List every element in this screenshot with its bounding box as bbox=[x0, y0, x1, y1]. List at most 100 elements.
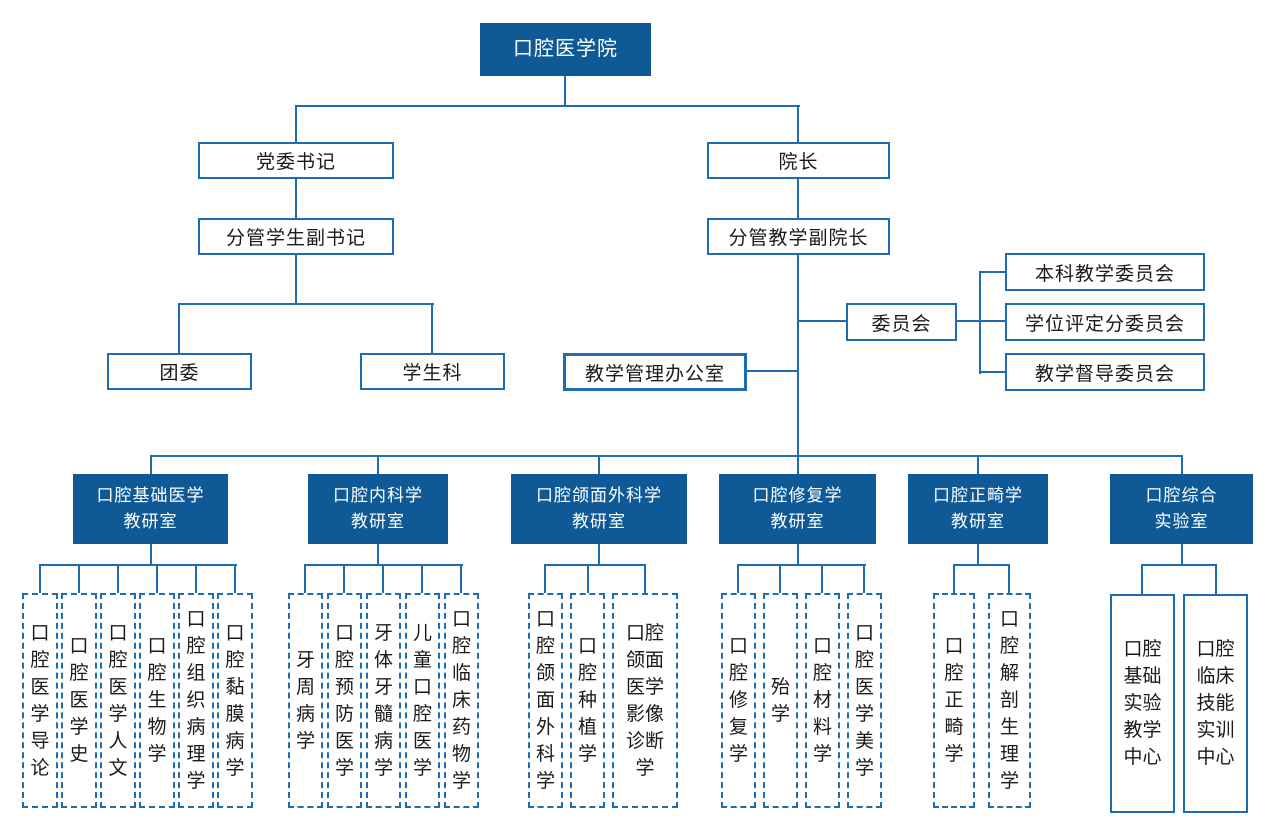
connector-line bbox=[863, 565, 865, 594]
dept-maxillofacial-surgery: 口腔颌面外科学 教研室 bbox=[511, 474, 687, 544]
connector-line bbox=[39, 565, 41, 594]
node-undergrad-teaching-committee-label: 本科教学委员会 bbox=[1034, 263, 1175, 285]
connector-line bbox=[979, 371, 1006, 373]
course-oral-biology: 口腔生物学 bbox=[139, 593, 175, 808]
course-label: 口腔临床技能实训中心 bbox=[1196, 639, 1235, 768]
connector-line bbox=[195, 565, 197, 594]
dept-basic-medicine-line1: 口腔基础医学 bbox=[96, 485, 205, 505]
dept-internal-medicine-line1: 口腔内科学 bbox=[333, 485, 423, 505]
node-student-vice-secretary: 分管学生副书记 bbox=[198, 218, 394, 255]
course-maxillofacial-imaging: 口腔颌面医学影像诊断学 bbox=[612, 593, 678, 808]
connector-line bbox=[1008, 565, 1010, 594]
connector-line bbox=[953, 564, 1010, 566]
course-label: 牙体牙髓病学 bbox=[373, 622, 393, 779]
dept-comprehensive-lab-line1: 口腔综合 bbox=[1145, 485, 1218, 505]
node-dean-label: 院长 bbox=[778, 152, 819, 173]
node-committee-hub: 委员会 bbox=[846, 303, 957, 341]
connector-line bbox=[977, 456, 979, 475]
connector-line bbox=[377, 544, 379, 565]
connector-line bbox=[737, 564, 866, 566]
connector-line bbox=[587, 565, 589, 594]
course-label: 口腔种植学 bbox=[577, 636, 597, 765]
course-oral-mucosal-disease: 口腔黏膜病学 bbox=[217, 593, 253, 808]
dept-internal-medicine: 口腔内科学 教研室 bbox=[308, 474, 448, 544]
dept-orthodontics-line2: 教研室 bbox=[951, 512, 1005, 531]
node-youth-league: 团委 bbox=[107, 353, 252, 390]
connector-line bbox=[797, 255, 799, 456]
dept-maxillofacial-surgery-line2: 教研室 bbox=[572, 512, 626, 531]
course-label: 口腔医学人文 bbox=[108, 622, 128, 779]
node-teaching-vice-dean: 分管教学副院长 bbox=[707, 218, 890, 255]
course-label: 殆学 bbox=[770, 676, 790, 725]
course-label: 口腔医学导论 bbox=[30, 622, 50, 779]
course-label: 口腔黏膜病学 bbox=[225, 622, 245, 779]
node-root-label: 口腔医学院 bbox=[513, 38, 618, 60]
connector-line bbox=[382, 565, 384, 594]
connector-line bbox=[598, 544, 600, 565]
connector-line bbox=[78, 565, 80, 594]
course-label: 口腔颌面医学影像诊断学 bbox=[625, 622, 664, 779]
node-party-secretary: 党委书记 bbox=[198, 142, 394, 179]
dept-basic-medicine-line2: 教研室 bbox=[123, 512, 178, 531]
course-occlusion: 殆学 bbox=[763, 593, 798, 808]
course-dental-aesthetics: 口腔医学美学 bbox=[847, 593, 882, 808]
connector-line bbox=[295, 179, 297, 219]
node-teaching-office: 教学管理办公室 bbox=[563, 353, 747, 391]
connector-line bbox=[377, 456, 379, 475]
node-undergrad-teaching-committee: 本科教学委员会 bbox=[1005, 253, 1205, 291]
connector-line bbox=[421, 565, 423, 594]
node-youth-league-label: 团委 bbox=[159, 363, 200, 384]
course-prosthodontics: 口腔修复学 bbox=[721, 593, 756, 808]
course-intro-stomatology: 口腔医学导论 bbox=[22, 593, 58, 808]
node-student-vice-secretary-label: 分管学生副书记 bbox=[225, 228, 366, 249]
connector-line bbox=[150, 456, 152, 475]
course-label: 口腔预防医学 bbox=[334, 622, 354, 779]
connector-line bbox=[156, 565, 158, 594]
connector-line bbox=[150, 455, 1183, 457]
connector-line bbox=[117, 565, 119, 594]
node-degree-subcommittee: 学位评定分委员会 bbox=[1005, 303, 1205, 341]
node-student-office-label: 学生科 bbox=[402, 363, 463, 384]
connector-line bbox=[797, 456, 799, 475]
course-preventive-dentistry: 口腔预防医学 bbox=[327, 593, 362, 808]
dept-basic-medicine: 口腔基础医学 教研室 bbox=[73, 474, 228, 544]
dept-orthodontics: 口腔正畸学 教研室 bbox=[908, 474, 1048, 544]
connector-line bbox=[953, 565, 955, 594]
node-dean: 院长 bbox=[707, 142, 890, 179]
node-student-office: 学生科 bbox=[360, 353, 505, 390]
connector-line bbox=[234, 565, 236, 594]
course-label: 口腔组织病理学 bbox=[186, 609, 206, 792]
course-history-stomatology: 口腔医学史 bbox=[61, 593, 97, 808]
connector-line bbox=[644, 565, 646, 594]
connector-line bbox=[1181, 544, 1183, 565]
course-label: 口腔解剖生理学 bbox=[999, 609, 1019, 792]
connector-line bbox=[1215, 565, 1217, 594]
node-teaching-supervision-committee-label: 教学督导委员会 bbox=[1034, 363, 1175, 385]
dept-prosthodontics: 口腔修复学 教研室 bbox=[719, 474, 876, 544]
course-implantology: 口腔种植学 bbox=[570, 593, 605, 808]
course-maxillofacial-surgery: 口腔颌面外科学 bbox=[528, 593, 563, 808]
course-label: 儿童口腔医学 bbox=[412, 622, 432, 779]
connector-line bbox=[797, 544, 799, 565]
dept-comprehensive-lab-line2: 实验室 bbox=[1154, 512, 1209, 531]
connector-line bbox=[1181, 456, 1183, 475]
dept-maxillofacial-surgery-line1: 口腔颌面外科学 bbox=[536, 485, 662, 505]
course-clinical-pharmacology: 口腔临床药物学 bbox=[444, 593, 479, 808]
connector-line bbox=[797, 179, 799, 219]
connector-line bbox=[304, 565, 306, 594]
center-basic-experiment-teaching: 口腔基础实验教学中心 bbox=[1110, 594, 1175, 813]
connector-line bbox=[178, 303, 434, 305]
course-dental-materials: 口腔材料学 bbox=[805, 593, 840, 808]
course-label: 口腔材料学 bbox=[812, 636, 832, 765]
connector-line bbox=[598, 456, 600, 475]
node-degree-subcommittee-label: 学位评定分委员会 bbox=[1024, 313, 1185, 335]
course-medical-humanities: 口腔医学人文 bbox=[100, 593, 136, 808]
connector-line bbox=[544, 565, 546, 594]
node-committee-hub-label: 委员会 bbox=[871, 313, 932, 335]
node-party-secretary-label: 党委书记 bbox=[255, 152, 336, 173]
course-oral-histopathology: 口腔组织病理学 bbox=[178, 593, 214, 808]
connector-line bbox=[979, 271, 1006, 273]
connector-line bbox=[295, 105, 800, 107]
connector-line bbox=[957, 320, 1007, 322]
